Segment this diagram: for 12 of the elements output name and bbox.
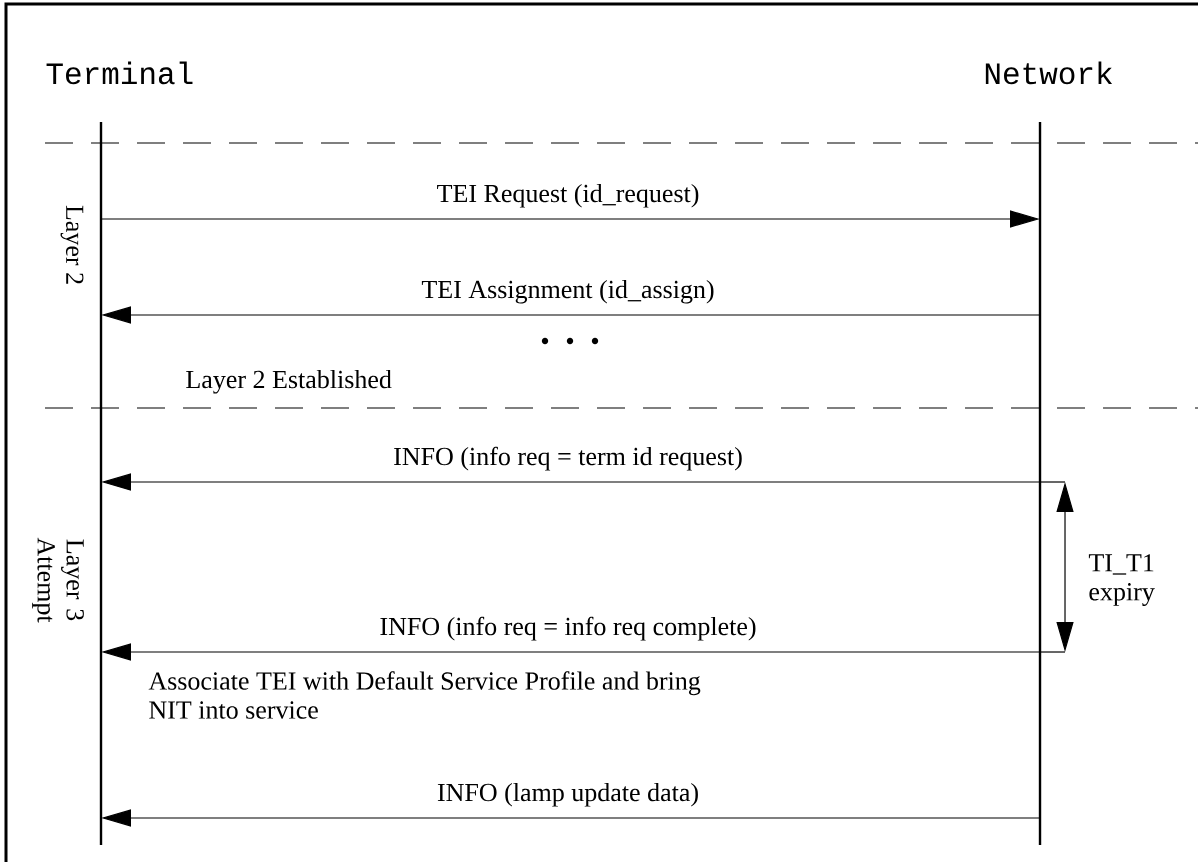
edge-label: INFO (lamp update data) [434,780,702,809]
annotation-text: Layer 2 [60,205,84,284]
annotation-text: TI_T1 expiry [1088,554,1155,606]
edge-label: INFO (info req = info req complete) [377,614,759,643]
edge-label: INFO (info req = term id request) [391,444,745,473]
annotation-text: Layer 2 Established [186,369,392,394]
edge-label: TEI Request (id_request) [434,181,702,210]
annotation-text: Layer 3 Attempt [32,537,84,623]
annotation-text: Associate TEI with Default Service Profile and bring NIT into service [148,671,701,719]
edge-label: TEI Assignment (id_assign) [419,277,717,306]
participant-label: Network [985,61,1113,85]
participant-label: Terminal [46,61,193,85]
